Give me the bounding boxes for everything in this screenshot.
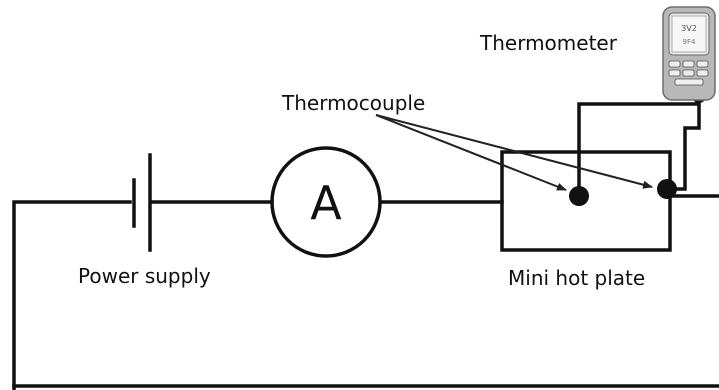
ammeter: A: [270, 146, 382, 258]
ammeter-symbol: A: [310, 176, 342, 230]
thermocouple-arrow-1: [375, 114, 567, 191]
hot-plate-label: Mini hot plate: [508, 266, 645, 290]
thermocouple-arrow-2: [375, 114, 653, 189]
thermometer-button-6: [696, 69, 709, 77]
thermometer-button-2: [682, 60, 695, 68]
thermocouple-wire-inner: [577, 94, 699, 198]
wire-left-to-battery: [12, 200, 132, 390]
thermometer-screen: [671, 15, 707, 53]
thermocouple-wires: [577, 94, 701, 198]
thermocouple-wire-outer: [665, 94, 701, 191]
ammeter-circle: [270, 146, 382, 258]
thermocouple-label: Thermocouple: [281, 91, 425, 115]
hot-plate-box: [500, 150, 672, 252]
thermometer-button-3: [696, 60, 709, 68]
power-supply-symbol: [132, 153, 152, 252]
thermocouple-junction-2: [657, 179, 677, 199]
power-supply-label: Power supply: [78, 264, 211, 288]
thermometer-button-4: [668, 69, 681, 77]
circuit-wires: [12, 194, 719, 390]
thermometer-button-1: [668, 60, 681, 68]
thermometer-button-7: [674, 78, 704, 86]
thermometer-device-icon: 3V2 9F4: [662, 6, 716, 101]
thermometer-button-5: [682, 69, 695, 77]
thermometer-label: Thermometer: [479, 31, 618, 55]
thermometer-reading-1: 3V2: [681, 24, 697, 33]
thermometer-reading-2: 9F4: [683, 38, 696, 46]
thermocouple-junction-1: [569, 186, 589, 206]
